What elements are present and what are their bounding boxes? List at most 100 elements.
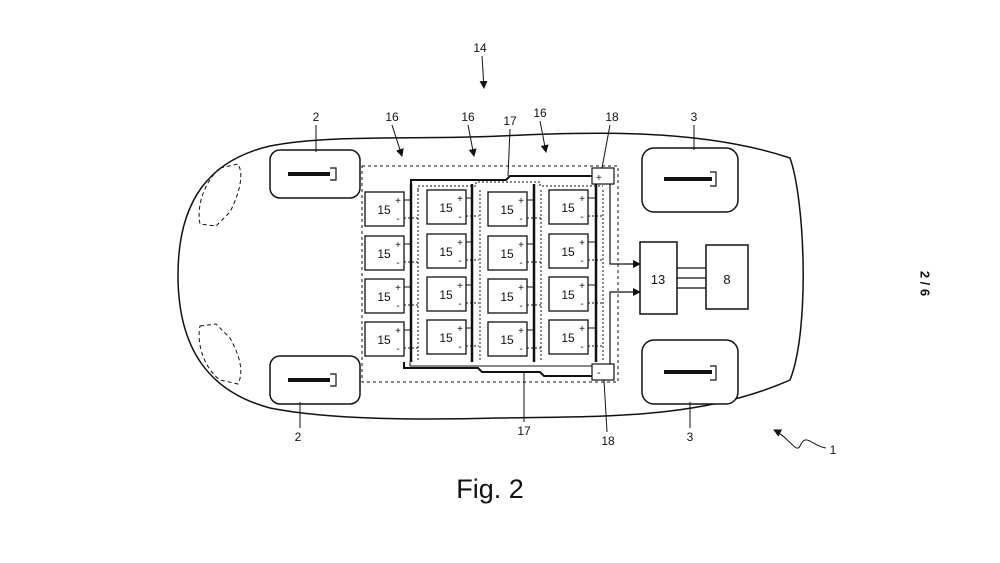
battery-cell: 15 + - [364, 191, 418, 227]
battery-cell-label: 15 [377, 203, 391, 217]
cell-plus-sign: + [518, 196, 524, 207]
cell-minus-sign: - [458, 256, 461, 267]
cell-plus-sign: + [457, 194, 463, 205]
terminal-plus-sign: + [596, 173, 602, 184]
cell-minus-sign: - [458, 342, 461, 353]
sheet-number: 2 / 6 [917, 270, 933, 297]
cell-minus-sign: - [396, 258, 399, 269]
battery-cell: 15 + - [548, 276, 603, 312]
cell-plus-sign: + [579, 238, 585, 249]
battery-cell: 15 + - [548, 319, 603, 355]
battery-cell-label: 15 [377, 247, 391, 261]
cell-plus-sign: + [579, 194, 585, 205]
cell-minus-sign: - [519, 258, 522, 269]
busbar-top [410, 175, 597, 184]
headlight-top [198, 163, 242, 227]
wire-negative [609, 288, 641, 364]
cell-minus-sign: - [580, 256, 583, 267]
label-front-wheel-top: 2 [313, 110, 320, 124]
busbar-bottom [403, 362, 612, 377]
module-frames [409, 184, 604, 362]
cell-minus-sign: - [580, 299, 583, 310]
cell-plus-sign: + [457, 238, 463, 249]
converter-connection-lines [677, 267, 706, 289]
battery-cell-label: 15 [500, 247, 514, 261]
label-storage: 14 [473, 41, 487, 55]
cell-minus-sign: - [396, 301, 399, 312]
battery-cell: 15 + - [487, 321, 541, 357]
battery-cell: 15+- [487, 278, 541, 314]
battery-cell-label: 15 [500, 290, 514, 304]
battery-cell: 15 + - [487, 191, 541, 227]
label-module-3: 16 [533, 106, 547, 120]
battery-cell-label: 15 [561, 201, 575, 215]
battery-cell: 15 + - [548, 233, 603, 269]
battery-cell-label: 15 [561, 288, 575, 302]
label-terminal-bottom: 18 [601, 434, 615, 448]
cell-minus-sign: - [458, 299, 461, 310]
wire-positive [609, 184, 641, 268]
converter-box [639, 241, 678, 315]
front-wheel-top [269, 149, 361, 199]
battery-cell-label: 15 [561, 331, 575, 345]
battery-cell: 15 + - [426, 276, 479, 312]
label-rear-wheel-bottom: 3 [687, 430, 694, 444]
label-front-wheel-bottom: 2 [295, 430, 302, 444]
cell-plus-sign: + [518, 326, 524, 337]
vehicle-reference-arrow [773, 429, 827, 449]
battery-cell: 15 + - [548, 189, 603, 225]
cell-plus-sign: + [395, 326, 401, 337]
battery-storage-outline [361, 165, 619, 383]
battery-cell: 15 + - [364, 235, 418, 271]
rear-wheel-bottom [641, 339, 739, 405]
cell-minus-sign: - [580, 342, 583, 353]
battery-cell: 15 + - [426, 189, 479, 225]
cell-plus-sign: + [518, 240, 524, 251]
headlight-bottom [198, 323, 242, 385]
battery-cell-label: 15 [439, 245, 453, 259]
battery-cell-label: 15 [500, 203, 514, 217]
cell-minus-sign: - [519, 301, 522, 312]
figure-caption: Fig. 2 [456, 474, 524, 504]
cell-minus-sign: - [458, 212, 461, 223]
label-busbar-bottom: 17 [517, 424, 531, 438]
terminal-positive-box [591, 167, 615, 185]
cell-plus-sign: + [395, 196, 401, 207]
label-module-1: 16 [385, 110, 399, 124]
battery-cell: 15 + - [487, 235, 541, 271]
cell-minus-sign: - [396, 214, 399, 225]
battery-cell-grid: 15+-15+-15+-15+-15+-15+-15+-15+-15+-15+-… [364, 189, 603, 357]
battery-cell-label: 15 [377, 290, 391, 304]
battery-cell-label: 15 [500, 333, 514, 347]
front-wheel-bottom [269, 355, 361, 405]
battery-cell: 15 + - [426, 233, 479, 269]
label-rear-wheel-top: 3 [691, 110, 698, 124]
cell-minus-sign: - [580, 212, 583, 223]
cell-plus-sign: + [579, 324, 585, 335]
battery-cell-label: 15 [439, 201, 453, 215]
cell-plus-sign: + [457, 281, 463, 292]
terminal-minus-sign: - [597, 367, 601, 379]
terminal-negative-box [591, 363, 615, 381]
battery-cell-label: 15 [561, 245, 575, 259]
label-module-2: 16 [461, 110, 475, 124]
rear-wheel-top [641, 147, 739, 213]
battery-cell-label: 15 [439, 288, 453, 302]
label-busbar-top: 17 [503, 114, 517, 128]
battery-cell: 15 + - [364, 321, 418, 357]
cell-plus-sign: + [395, 283, 401, 294]
label-terminal-top: 18 [605, 110, 619, 124]
cell-plus-sign: + [395, 240, 401, 251]
vehicle-body-outline [177, 132, 804, 420]
battery-cell-label: 15 [439, 331, 453, 345]
cell-minus-sign: - [396, 344, 399, 355]
cell-plus-sign: + [457, 324, 463, 335]
battery-cell-label: 15 [377, 333, 391, 347]
cell-plus-sign: + [579, 281, 585, 292]
cell-minus-sign: - [519, 214, 522, 225]
converter-label: 13 [651, 272, 665, 287]
charging-unit-box [705, 244, 749, 310]
battery-cell: 15 + - [364, 278, 418, 314]
cell-minus-sign: - [519, 344, 522, 355]
